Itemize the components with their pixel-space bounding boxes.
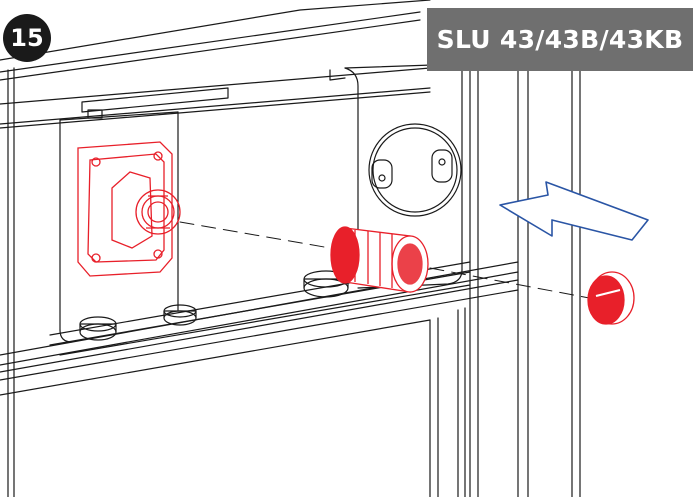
top-bracket-left	[81, 87, 229, 119]
round-knockout-cutout	[368, 123, 462, 217]
bolt-left	[79, 316, 117, 341]
step-number-badge: 15	[3, 14, 51, 62]
direction-arrow	[499, 181, 649, 241]
bottom-structure	[0, 307, 466, 497]
top-frame-beam	[0, 0, 431, 129]
coupling-sleeve	[330, 226, 429, 293]
left-frame-post	[7, 67, 15, 497]
back-panel-left	[59, 111, 179, 343]
flange-fitting	[77, 141, 181, 277]
assembly-axis	[179, 221, 601, 301]
right-frame-posts	[469, 39, 581, 497]
bolt-middle	[163, 304, 197, 326]
lower-rail	[0, 261, 519, 381]
model-banner: SLU 43/43B/43KB	[427, 8, 693, 71]
end-cap	[587, 271, 635, 325]
